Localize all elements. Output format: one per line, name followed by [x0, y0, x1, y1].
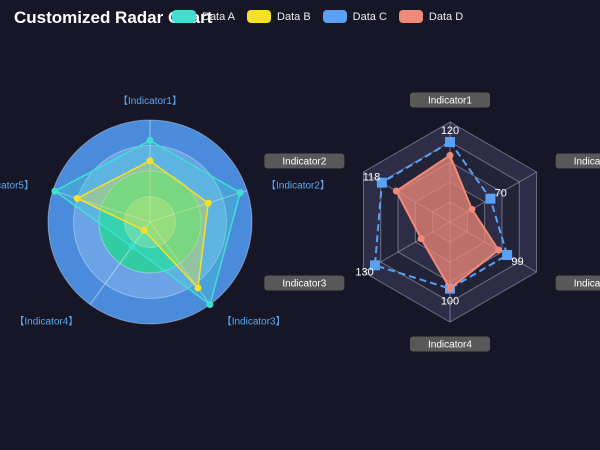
left-series-point-2-5	[73, 194, 81, 202]
right-series-point-1-5	[502, 250, 513, 260]
right-data-label-3: 130	[355, 266, 373, 278]
right-indicator-label-4: Indicator4	[428, 340, 472, 351]
left-series-point-1-1	[146, 136, 154, 144]
legend-swatch-data-b	[247, 10, 272, 23]
legend-swatch-data-a	[172, 10, 196, 23]
left-radar-axis-2	[149, 190, 248, 223]
right-series-point-1-6	[485, 193, 496, 204]
left-radar-ring-4	[124, 196, 176, 248]
left-series-point-2-3	[194, 284, 202, 292]
legend-label-data-d: Data D	[428, 10, 464, 23]
left-series-area-2	[75, 159, 210, 290]
right-data-label-2: 118	[363, 172, 381, 184]
right-series-point-2-5	[494, 246, 502, 254]
right-series-point-1-1	[445, 137, 455, 147]
legend-label-data-a: Data A	[202, 10, 236, 23]
right-indicator-box-1	[410, 92, 490, 108]
right-indicator-box-4	[410, 336, 490, 352]
left-indicator-label-2: 【Indicator2】	[266, 179, 330, 191]
legend-item-data-d[interactable]: Data D	[398, 10, 464, 23]
right-indicator-label-1: Indicator1	[428, 96, 472, 107]
left-series-point-1-2	[236, 189, 244, 197]
left-indicator-label-5: 【Indicator5】	[0, 179, 34, 191]
right-indicator-box-3	[264, 275, 345, 291]
right-indicator-box-6	[555, 153, 600, 169]
right-series-point-2-4	[446, 285, 454, 293]
legend-swatch-data-c	[322, 10, 347, 23]
left-series-point-1-4	[128, 243, 136, 251]
legend-item-data-b[interactable]: Data B	[247, 10, 311, 23]
legend-swatch-data-d	[398, 10, 423, 23]
right-indicator-label-6: Indicator6	[574, 157, 600, 168]
left-indicator-label-3: 【Indicator3】	[222, 316, 286, 328]
left-series-point-1-5	[51, 187, 59, 195]
right-series-point-1-2	[376, 177, 387, 188]
right-data-label-5: 99	[511, 256, 523, 268]
legend-item-data-c[interactable]: Data C	[322, 10, 387, 23]
right-series-point-2-6	[468, 205, 476, 213]
right-series-point-2-1	[446, 151, 454, 159]
right-series-point-2-3	[417, 235, 425, 243]
left-series-point-2-4	[140, 226, 148, 234]
left-series-area-1	[53, 139, 242, 306]
right-indicator-box-2	[264, 153, 345, 169]
right-data-label-1: 120	[441, 125, 459, 137]
legend-label-data-c: Data C	[352, 10, 387, 23]
chart-title: Customized Radar Chart	[14, 8, 213, 27]
right-data-label-4: 100	[441, 296, 459, 308]
left-indicator-label-4: 【Indicator4】	[14, 316, 78, 328]
right-data-label-6: 70	[495, 188, 507, 200]
right-indicator-label-3: Indicator3	[282, 279, 326, 290]
right-indicator-label-2: Indicator2	[282, 157, 326, 168]
left-series-point-1-3	[206, 301, 214, 309]
left-indicator-label-1: 【Indicator1】	[118, 95, 182, 107]
left-radar-axis-5	[52, 190, 151, 223]
right-series-point-2-2	[392, 187, 400, 195]
left-series-point-2-2	[204, 199, 212, 207]
legend-item-data-a[interactable]: Data A	[172, 10, 235, 23]
left-radar-axis-4	[89, 221, 151, 305]
right-indicator-box-5	[555, 275, 600, 291]
left-series-point-2-1	[146, 157, 154, 165]
legend: Data A Data B Data C Data D	[172, 10, 463, 23]
right-indicator-label-5: Indicator5	[574, 279, 600, 290]
right-series-point-1-3	[369, 260, 380, 271]
legend-label-data-b: Data B	[277, 10, 311, 23]
